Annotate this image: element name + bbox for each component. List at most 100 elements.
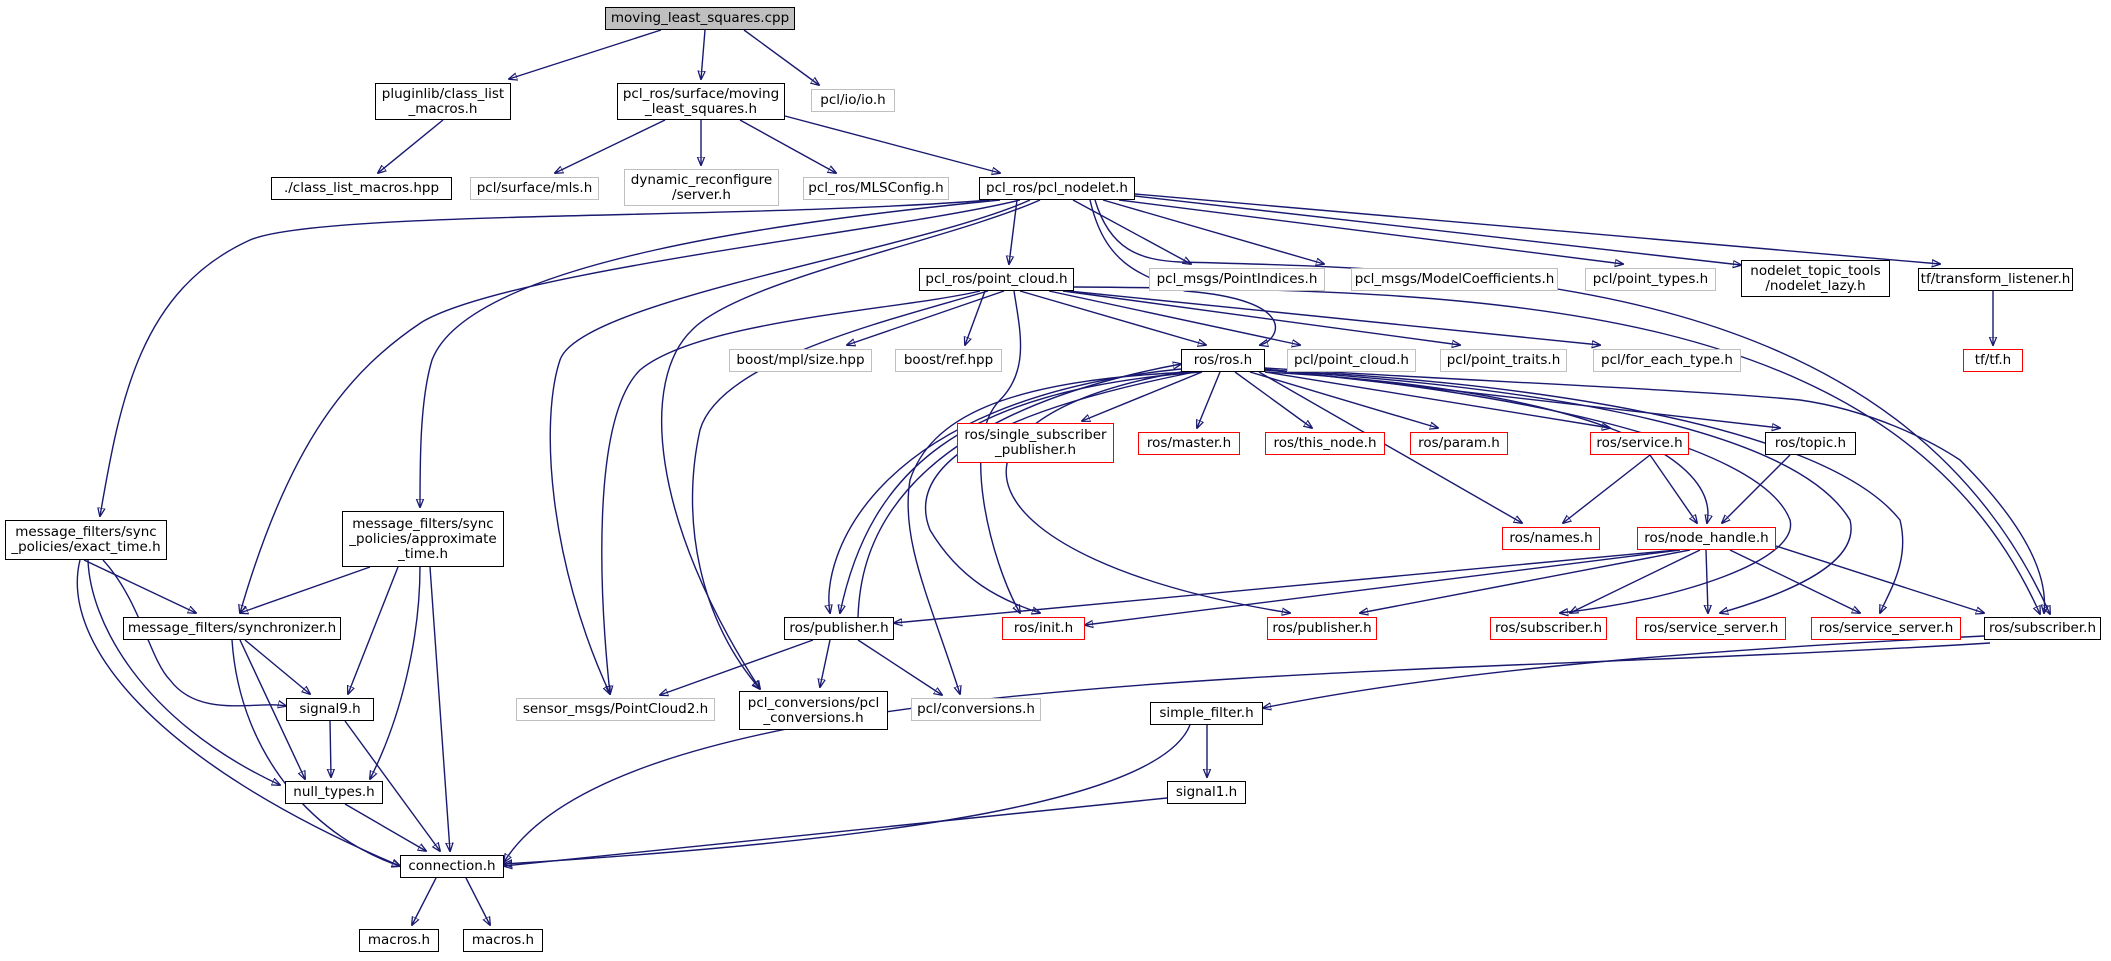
node-ros-topic[interactable]: ros/topic.h xyxy=(1765,432,1856,455)
include-edge-44 xyxy=(840,371,1202,613)
include-edge-25 xyxy=(1048,290,1300,345)
include-edge-0 xyxy=(509,29,662,79)
include-edge-6 xyxy=(739,119,836,173)
node-pcl-conversions[interactable]: pcl/conversions.h xyxy=(911,698,1041,721)
include-edge-71 xyxy=(370,566,421,779)
include-edge-64 xyxy=(504,642,1991,862)
include-edge-56 xyxy=(1570,549,1701,613)
node-macros-2[interactable]: macros.h xyxy=(463,929,543,952)
node-pluginlib-class-list-macros[interactable]: pluginlib/class_list _macros.h xyxy=(375,83,511,120)
include-edge-69 xyxy=(240,566,371,613)
node-pcl-point-cloud[interactable]: pcl/point_cloud.h xyxy=(1287,349,1416,372)
node-ros-single-subscriber-publisher[interactable]: ros/single_subscriber _publisher.h xyxy=(957,423,1114,463)
include-edge-46 xyxy=(829,368,1182,613)
node-pcl-point-traits[interactable]: pcl/point_traits.h xyxy=(1440,349,1567,372)
node-pcl-ros-point-cloud[interactable]: pcl_ros/point_cloud.h xyxy=(919,268,1074,291)
include-edge-38 xyxy=(1258,371,1522,523)
include-edge-3 xyxy=(378,119,444,173)
node-simple-filter[interactable]: simple_filter.h xyxy=(1150,702,1263,725)
include-edge-24 xyxy=(1019,290,1206,345)
include-edge-80 xyxy=(504,724,1191,864)
include-edge-23 xyxy=(965,290,986,345)
include-edge-28 xyxy=(601,290,981,694)
node-message-filters-approximate-time[interactable]: message_filters/sync _policies/approxima… xyxy=(342,511,504,567)
include-edge-16 xyxy=(100,199,991,516)
node-pcl-ros-surface-moving-least-squares[interactable]: pcl_ros/surface/moving _least_squares.h xyxy=(617,83,785,120)
node-message-filters-exact-time[interactable]: message_filters/sync _policies/exact_tim… xyxy=(5,520,167,560)
include-edge-63 xyxy=(1263,635,1985,708)
node-ros-publisher[interactable]: ros/publisher.h xyxy=(784,617,894,640)
node-tf-tf[interactable]: tf/tf.h xyxy=(1963,349,2023,372)
node-ros-ros[interactable]: ros/ros.h xyxy=(1181,349,1265,372)
node-class-list-macros-hpp[interactable]: ./class_list_macros.hpp xyxy=(271,177,452,200)
node-message-filters-synchronizer[interactable]: message_filters/synchronizer.h xyxy=(123,617,341,640)
include-edge-83 xyxy=(465,877,490,925)
node-ros-init[interactable]: ros/init.h xyxy=(1002,617,1085,640)
include-edge-22 xyxy=(847,290,1005,345)
node-ros-names[interactable]: ros/names.h xyxy=(1502,527,1600,550)
include-edge-32 xyxy=(1082,371,1203,421)
node-ros-param[interactable]: ros/param.h xyxy=(1410,432,1508,455)
node-pcl-ros-pcl-nodelet[interactable]: pcl_ros/pcl_nodelet.h xyxy=(979,177,1135,200)
include-edge-2 xyxy=(743,29,819,85)
node-ros-service-server-2[interactable]: ros/service_server.h xyxy=(1811,617,1961,640)
node-boost-mpl-size[interactable]: boost/mpl/size.hpp xyxy=(729,349,872,372)
include-edge-67 xyxy=(87,559,280,785)
include-edge-30 xyxy=(980,290,1021,613)
node-nodelet-topic-tools-nodelet-lazy[interactable]: nodelet_topic_tools /nodelet_lazy.h xyxy=(1741,260,1890,297)
include-edge-9 xyxy=(1072,199,1191,264)
include-edge-72 xyxy=(429,566,450,851)
node-ros-service[interactable]: ros/service.h xyxy=(1590,432,1689,455)
include-edge-27 xyxy=(1067,290,1600,345)
include-edge-47 xyxy=(924,371,1196,613)
node-connection[interactable]: connection.h xyxy=(400,855,504,878)
node-ros-service-server-1[interactable]: ros/service_server.h xyxy=(1636,617,1786,640)
node-ros-this-node[interactable]: ros/this_node.h xyxy=(1265,432,1385,455)
node-boost-ref[interactable]: boost/ref.hpp xyxy=(895,349,1002,372)
include-edge-15 xyxy=(420,199,1001,507)
include-edge-33 xyxy=(1197,371,1221,428)
node-macros-1[interactable]: macros.h xyxy=(359,929,439,952)
node-pcl-io-io[interactable]: pcl/io/io.h xyxy=(811,89,895,112)
node-ros-subscriber[interactable]: ros/subscriber.h xyxy=(1984,617,2101,640)
include-edge-55 xyxy=(1360,549,1691,613)
include-edge-49 xyxy=(1563,454,1651,523)
include-edge-7 xyxy=(784,115,1000,173)
include-edge-14 xyxy=(240,199,1021,613)
include-edge-12 xyxy=(1134,195,1741,265)
node-sensor-msgs-pointcloud2[interactable]: sensor_msgs/PointCloud2.h xyxy=(516,698,715,721)
node-signal1[interactable]: signal1.h xyxy=(1167,781,1246,804)
node-dynamic-reconfigure-server[interactable]: dynamic_reconfigure /server.h xyxy=(624,169,779,206)
include-edge-73 xyxy=(244,639,310,694)
node-pcl-surface-mls[interactable]: pcl/surface/mls.h xyxy=(470,177,599,200)
node-ros-subscriber-red[interactable]: ros/subscriber.h xyxy=(1490,617,1607,640)
node-signal9[interactable]: signal9.h xyxy=(286,698,374,721)
include-edge-77 xyxy=(344,720,440,851)
node-pcl-msgs-pointindices[interactable]: pcl_msgs/PointIndices.h xyxy=(1149,268,1325,291)
include-edge-53 xyxy=(894,549,1678,623)
node-pcl-ros-mlsconfig[interactable]: pcl_ros/MLSConfig.h xyxy=(803,177,949,200)
include-edge-34 xyxy=(1234,371,1312,428)
include-edge-20 xyxy=(1089,199,1276,345)
include-edge-68 xyxy=(76,559,400,866)
include-edge-58 xyxy=(1729,549,1860,613)
node-ros-node-handle[interactable]: ros/node_handle.h xyxy=(1637,527,1776,550)
node-root-file[interactable]: moving_least_squares.cpp xyxy=(605,7,795,30)
node-pcl-for-each-type[interactable]: pcl/for_each_type.h xyxy=(1593,349,1741,372)
node-ros-master[interactable]: ros/master.h xyxy=(1138,432,1240,455)
node-pcl-point-types[interactable]: pcl/point_types.h xyxy=(1585,268,1716,291)
include-edge-40 xyxy=(1264,367,2044,613)
node-ros-publisher-red[interactable]: ros/publisher.h xyxy=(1267,617,1377,640)
node-tf-transform-listener[interactable]: tf/transform_listener.h xyxy=(1918,268,2073,291)
include-edge-59 xyxy=(1775,545,1984,613)
include-edge-42 xyxy=(1264,369,1852,613)
include-edge-62 xyxy=(857,639,942,695)
include-edge-45 xyxy=(907,371,1193,694)
include-edge-41 xyxy=(1264,369,1904,613)
node-pcl-msgs-modelcoefficients[interactable]: pcl_msgs/ModelCoefficients.h xyxy=(1351,268,1558,291)
include-edge-61 xyxy=(820,639,831,687)
node-pcl-conversions-pcl-conversions[interactable]: pcl_conversions/pcl _conversions.h xyxy=(739,691,888,730)
node-null-types[interactable]: null_types.h xyxy=(285,781,383,804)
include-edge-60 xyxy=(660,639,814,695)
